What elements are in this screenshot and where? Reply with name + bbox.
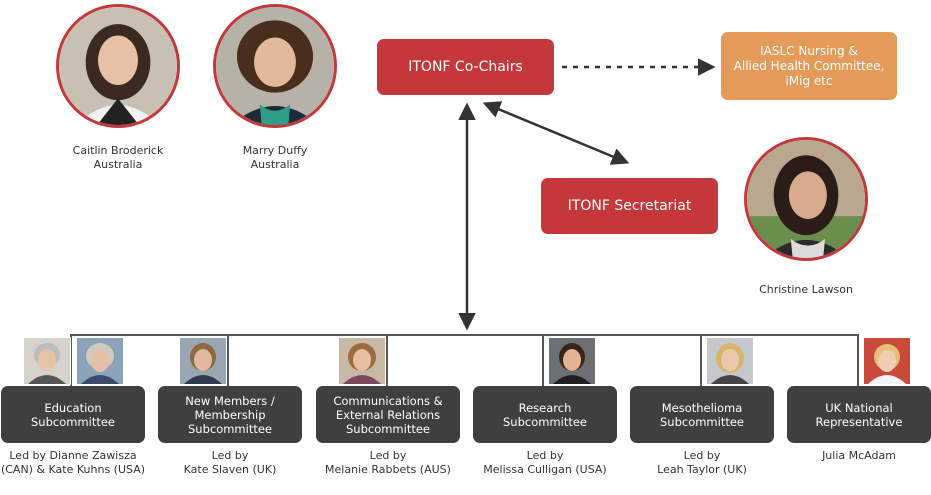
uk-representative-box: UK National Representative [787, 386, 931, 443]
mesothelioma-lead: Led by Leah Taylor (UK) [657, 449, 747, 476]
photo-marry-duffy [213, 4, 337, 128]
research-lead: Led by Melissa Culligan (USA) [483, 449, 607, 476]
person-name: Caitlin Broderick [72, 144, 164, 157]
photo-kate-kuhns [76, 337, 124, 385]
education-subcommittee-box: Education Subcommittee [1, 386, 145, 443]
person-name: Christine Lawson [759, 283, 853, 296]
research-subcommittee-box: Research Subcommittee [473, 386, 617, 443]
caption-christine-lawson: Christine Lawson [744, 283, 868, 297]
cochairs-box: ITONF Co-Chairs [377, 39, 554, 95]
photo-melissa-culligan [548, 337, 596, 385]
uk-representative-lead: Julia McAdam [822, 449, 896, 462]
communications-subcommittee-box: Communications & External Relations Subc… [316, 386, 460, 443]
photo-julia-mcadam [863, 337, 911, 385]
person-country: Australia [93, 158, 143, 171]
membership-subcommittee-box: New Members / Membership Subcommittee [158, 386, 302, 443]
photo-leah-taylor [706, 337, 754, 385]
mesothelioma-subcommittee-box: Mesothelioma Subcommittee [630, 386, 774, 443]
caption-caitlin-broderick: Caitlin Broderick Australia [56, 144, 180, 172]
subcommittee-bracket [70, 334, 859, 386]
photo-dianne-zawisza [23, 337, 71, 385]
caption-marry-duffy: Marry Duffy Australia [213, 144, 337, 172]
photo-christine-lawson [744, 137, 868, 261]
photo-caitlin-broderick [56, 4, 180, 128]
education-lead: Led by Dianne Zawisza (CAN) & Kate Kuhns… [0, 449, 146, 476]
membership-lead: Led by Kate Slaven (UK) [183, 449, 277, 476]
person-name: Marry Duffy [242, 144, 308, 157]
communications-lead: Led by Melanie Rabbets (AUS) [325, 449, 451, 476]
partners-box: IASLC Nursing & Allied Health Committee,… [721, 32, 897, 100]
photo-melanie-rabbets [338, 337, 386, 385]
person-country: Australia [250, 158, 300, 171]
photo-kate-slaven [179, 337, 227, 385]
secretariat-box: ITONF Secretariat [541, 178, 718, 234]
arrow-cochairs-secretariat [482, 101, 630, 165]
